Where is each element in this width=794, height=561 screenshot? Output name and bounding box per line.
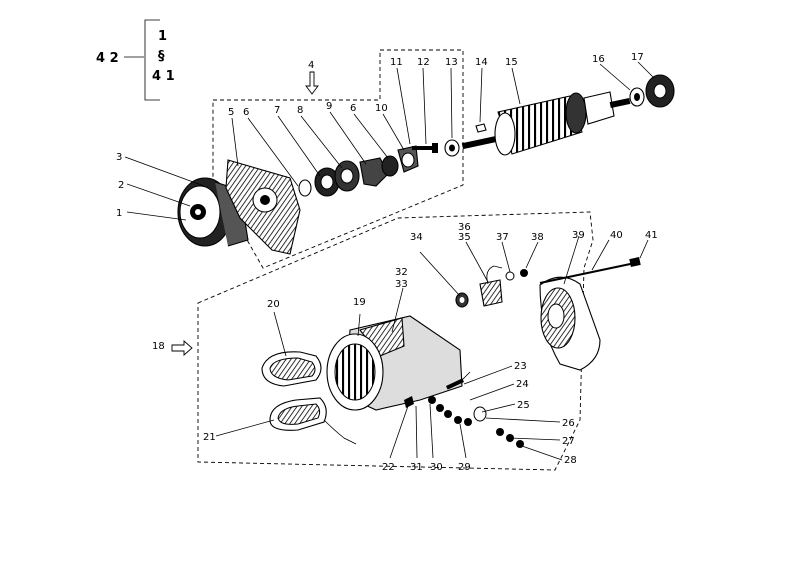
brush-holder-part	[479, 265, 503, 307]
callout-39: 39	[572, 230, 585, 241]
armature-part	[461, 91, 631, 156]
callout-37: 37	[496, 232, 509, 243]
through-bolt-part	[539, 257, 641, 284]
field-coil-part	[269, 397, 357, 445]
callout-31: 31	[410, 462, 423, 473]
screw-small-part	[520, 269, 528, 277]
callout-22: 22	[382, 462, 395, 473]
callout-14: 14	[475, 57, 488, 68]
washer-part	[298, 179, 312, 197]
callout-3: 3	[116, 152, 122, 163]
group-4-arrow	[305, 71, 319, 95]
callout-2: 2	[118, 180, 124, 191]
callout-7: 7	[274, 105, 280, 116]
callout-41: 41	[645, 230, 658, 241]
callout-17: 17	[631, 52, 644, 63]
reference-main-number: 4 2	[96, 51, 119, 66]
callout-4: 4	[308, 60, 314, 71]
callout-5: 5	[228, 107, 234, 118]
callout-34: 34	[410, 232, 423, 243]
callout-29: 29	[458, 462, 471, 473]
callout-8: 8	[297, 105, 303, 116]
callout-32: 32	[395, 267, 408, 278]
key-part	[475, 123, 487, 133]
reference-bracket: 4 2 1 § 4 1	[96, 19, 175, 101]
retainer-part	[381, 145, 419, 177]
callout-24: 24	[516, 379, 529, 390]
callout-26: 26	[562, 418, 575, 429]
commutator-end-frame-part	[539, 276, 601, 371]
callout-38: 38	[531, 232, 544, 243]
washer-small-part	[505, 271, 515, 281]
callout-40: 40	[610, 230, 623, 241]
callout-27: 27	[562, 436, 575, 447]
reference-item-1: 1	[158, 29, 167, 44]
callout-13: 13	[445, 57, 458, 68]
group-18-arrow	[171, 340, 193, 356]
bearing-2-part	[334, 160, 360, 192]
lower-group-outline	[197, 211, 594, 471]
reference-item-2: §	[158, 49, 165, 64]
callout-21: 21	[203, 432, 216, 443]
pole-shoe-part	[261, 351, 322, 387]
terminal-stack-part	[428, 371, 524, 448]
callout-15: 15	[505, 57, 518, 68]
end-bearing-part	[645, 74, 675, 108]
callout-23: 23	[514, 361, 527, 372]
bushing-part	[359, 157, 389, 187]
callout-25: 25	[517, 400, 530, 411]
callout-19: 19	[353, 297, 366, 308]
callout-28: 28	[564, 455, 577, 466]
screw-part	[412, 143, 438, 153]
field-housing-part	[326, 315, 463, 411]
callout-9: 9	[326, 101, 332, 112]
callout-16: 16	[592, 54, 605, 65]
upper-group-outline	[212, 49, 464, 269]
callout-11: 11	[390, 57, 403, 68]
callout-1: 1	[116, 208, 122, 219]
terminal-screw-part	[404, 396, 414, 408]
callout-12: 12	[417, 57, 430, 68]
callout-30: 30	[430, 462, 443, 473]
reference-item-3: 4 1	[152, 69, 175, 84]
bearing-part	[314, 167, 340, 197]
callout-36: 36	[458, 222, 471, 233]
callout-33: 33	[395, 279, 408, 290]
callout-6b: 6	[350, 103, 356, 114]
callout-10: 10	[375, 103, 388, 114]
brush-part	[455, 292, 469, 308]
callout-18: 18	[152, 341, 165, 352]
callout-20: 20	[267, 299, 280, 310]
callout-6a: 6	[243, 107, 249, 118]
callout-labels: 1 2 3 4 5 6 7 8 9 6 10 11 12 13 14 15 16…	[116, 52, 658, 473]
callout-35: 35	[458, 232, 471, 243]
leader-lines	[124, 61, 655, 461]
